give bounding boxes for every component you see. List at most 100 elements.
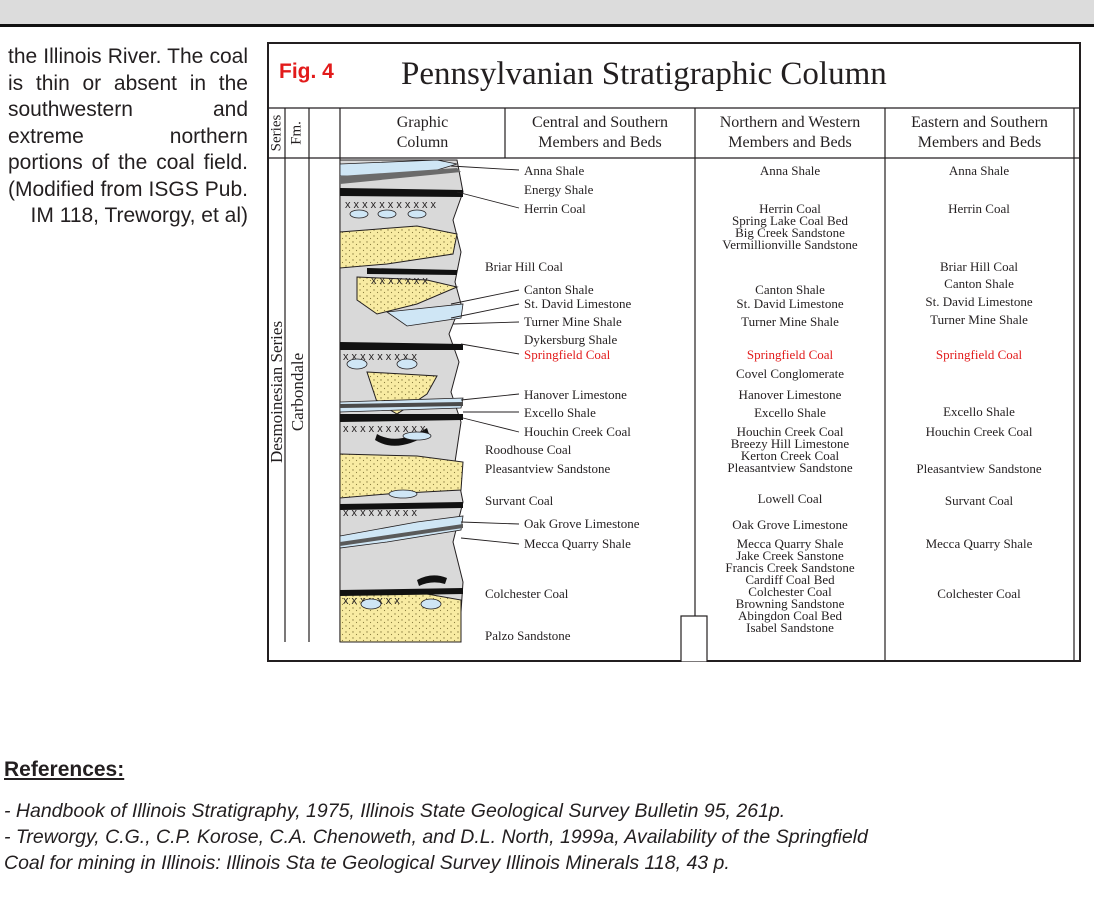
- northern-label: Breezy Hill Limestone: [730, 436, 850, 451]
- reference-item: - Treworgy, C.G., C.P. Korose, C.A. Chen…: [4, 826, 868, 848]
- reference-item: - Handbook of Illinois Stratigraphy, 197…: [4, 800, 786, 822]
- underclay-1: x x x x x x x x x x x: [345, 199, 437, 211]
- northern-label: Jake Creek Sanstone: [736, 548, 844, 563]
- body-paragraph: the Illinois River. The coal is thin or …: [8, 45, 248, 227]
- coal-briar-hill: [367, 268, 457, 275]
- coal-springfield: [340, 342, 463, 350]
- central-label: Roodhouse Coal: [485, 442, 572, 457]
- northern-label: Pleasantview Sandstone: [727, 460, 853, 475]
- eastern-label: Survant Coal: [944, 493, 1014, 508]
- northern-label: Excello Shale: [754, 405, 826, 420]
- northern-label: Mecca Quarry Shale: [736, 536, 844, 551]
- formation-label: Carbondale: [288, 352, 307, 432]
- northern-label: Anna Shale: [759, 163, 821, 178]
- nodule-4: [346, 358, 368, 370]
- header-graphic: Graphic Column: [340, 113, 505, 153]
- central-label: Pleasantview Sandstone: [485, 461, 611, 476]
- references-heading: References:: [4, 758, 125, 781]
- eastern-label: St. David Limestone: [925, 294, 1033, 309]
- northern-label: Lowell Coal: [757, 491, 823, 506]
- eastern-label: Mecca Quarry Shale: [925, 536, 1033, 551]
- leader-label: Oak Grove Limestone: [524, 516, 640, 531]
- leader-label-highlight: Springfield Coal: [524, 347, 611, 362]
- northern-label: Hanover Limestone: [738, 387, 842, 402]
- leader-label: Canton Shale: [524, 282, 594, 297]
- black-shale-2: [340, 402, 463, 408]
- nodule-8: [360, 598, 382, 610]
- central-label: Survant Coal: [485, 493, 554, 508]
- bottom-marker-box: [680, 615, 708, 662]
- underclay-4: x x x x x x x x x x: [343, 423, 426, 435]
- header-northern: Northern and Western Members and Beds: [695, 113, 885, 153]
- leader-label: Houchin Creek Coal: [524, 424, 631, 439]
- nodule-9: [420, 598, 442, 610]
- header-eastern-line1: Eastern and Southern: [911, 114, 1048, 131]
- header-graphic-line1: Graphic: [396, 114, 449, 131]
- northern-label: Abingdon Coal Bed: [738, 608, 842, 623]
- eastern-label: Excello Shale: [943, 404, 1015, 419]
- coal-herrin: [340, 188, 463, 197]
- northern-label: Canton Shale: [755, 282, 825, 297]
- header-fm: Fm.: [288, 121, 305, 145]
- central-label: Colchester Coal: [485, 586, 569, 601]
- coal-houchin-creek: [340, 414, 463, 422]
- northern-label: Vermillionville Sandstone: [722, 237, 858, 252]
- coal-roodhouse: [375, 428, 429, 446]
- leader-lines: [450, 165, 520, 545]
- black-shale-1: [340, 168, 461, 184]
- northern-label: St. David Limestone: [736, 296, 844, 311]
- leader-label: Hanover Limestone: [524, 387, 627, 402]
- northern-label: Turner Mine Shale: [741, 314, 839, 329]
- sand-lens-1: [339, 225, 458, 269]
- header-eastern-line2: Members and Beds: [917, 134, 1042, 151]
- underclay-2: x x x x x x x: [371, 275, 428, 287]
- figure-graphic: x x x x x x x x x x x x x x x x x x x x …: [267, 42, 1081, 662]
- northern-label: Spring Lake Coal Bed: [732, 213, 848, 228]
- central-label: Palzo Sandstone: [485, 628, 571, 643]
- coal-colchester: [340, 588, 463, 596]
- figure-frame: [267, 42, 1081, 662]
- nodule-2: [377, 209, 397, 219]
- nodule-7: [388, 489, 418, 499]
- nodule-3: [407, 209, 427, 219]
- leader-label: Anna Shale: [524, 163, 585, 178]
- northern-label: Isabel Sandstone: [746, 620, 834, 635]
- eastern-label-highlight: Springfield Coal: [935, 347, 1023, 362]
- header-eastern: Eastern and Southern Members and Beds: [885, 113, 1074, 153]
- eastern-label: Houchin Creek Coal: [925, 424, 1033, 439]
- northern-label: Cardiff Coal Bed: [745, 572, 835, 587]
- reference-item: Coal for mining in Illinois: Illinois St…: [4, 852, 730, 874]
- underclay-5: x x x x x x x x x: [343, 507, 417, 519]
- header-northern-line2: Members and Beds: [728, 134, 852, 151]
- leader-label: Mecca Quarry Shale: [524, 536, 631, 551]
- black-shale-3: [340, 524, 463, 546]
- nodule-1: [349, 209, 369, 219]
- limestone-bed-2: [385, 303, 464, 327]
- header-northern-line1: Northern and Western: [719, 114, 861, 131]
- series-label: Desmoinesian Series: [267, 320, 286, 464]
- leader-label: St. David Limestone: [524, 296, 632, 311]
- nodule-5: [396, 358, 418, 370]
- northern-label: Colchester Coal: [748, 584, 832, 599]
- header-graphic-line2: Column: [396, 134, 449, 151]
- central-label: Briar Hill Coal: [485, 259, 563, 274]
- eastern-label: Colchester Coal: [937, 586, 1021, 601]
- coal-cardiff: [417, 575, 447, 586]
- northern-label: Big Creek Sandstone: [735, 225, 845, 240]
- figure-label: Fig. 4: [279, 60, 334, 83]
- header-central: Central and Southern Members and Beds: [505, 113, 695, 153]
- leader-label: Dykersburg Shale: [524, 332, 618, 347]
- northern-label: Francis Creek Sandstone: [725, 560, 855, 575]
- leader-label: Turner Mine Shale: [524, 314, 622, 329]
- eastern-label: Pleasantview Sandstone: [916, 461, 1042, 476]
- sand-lens-2: [356, 276, 459, 315]
- northern-label: Covel Conglomerate: [736, 366, 844, 381]
- stratigraphic-figure: x x x x x x x x x x x x x x x x x x x x …: [267, 42, 1081, 662]
- leader-label: Energy Shale: [524, 182, 594, 197]
- header-central-line1: Central and Southern: [532, 114, 668, 131]
- northern-label: Herrin Coal: [759, 201, 821, 216]
- northern-label: Houchin Creek Coal: [736, 424, 844, 439]
- northern-label: Kerton Creek Coal: [740, 448, 840, 463]
- eastern-label: Canton Shale: [944, 276, 1014, 291]
- header-central-line2: Members and Beds: [538, 134, 662, 151]
